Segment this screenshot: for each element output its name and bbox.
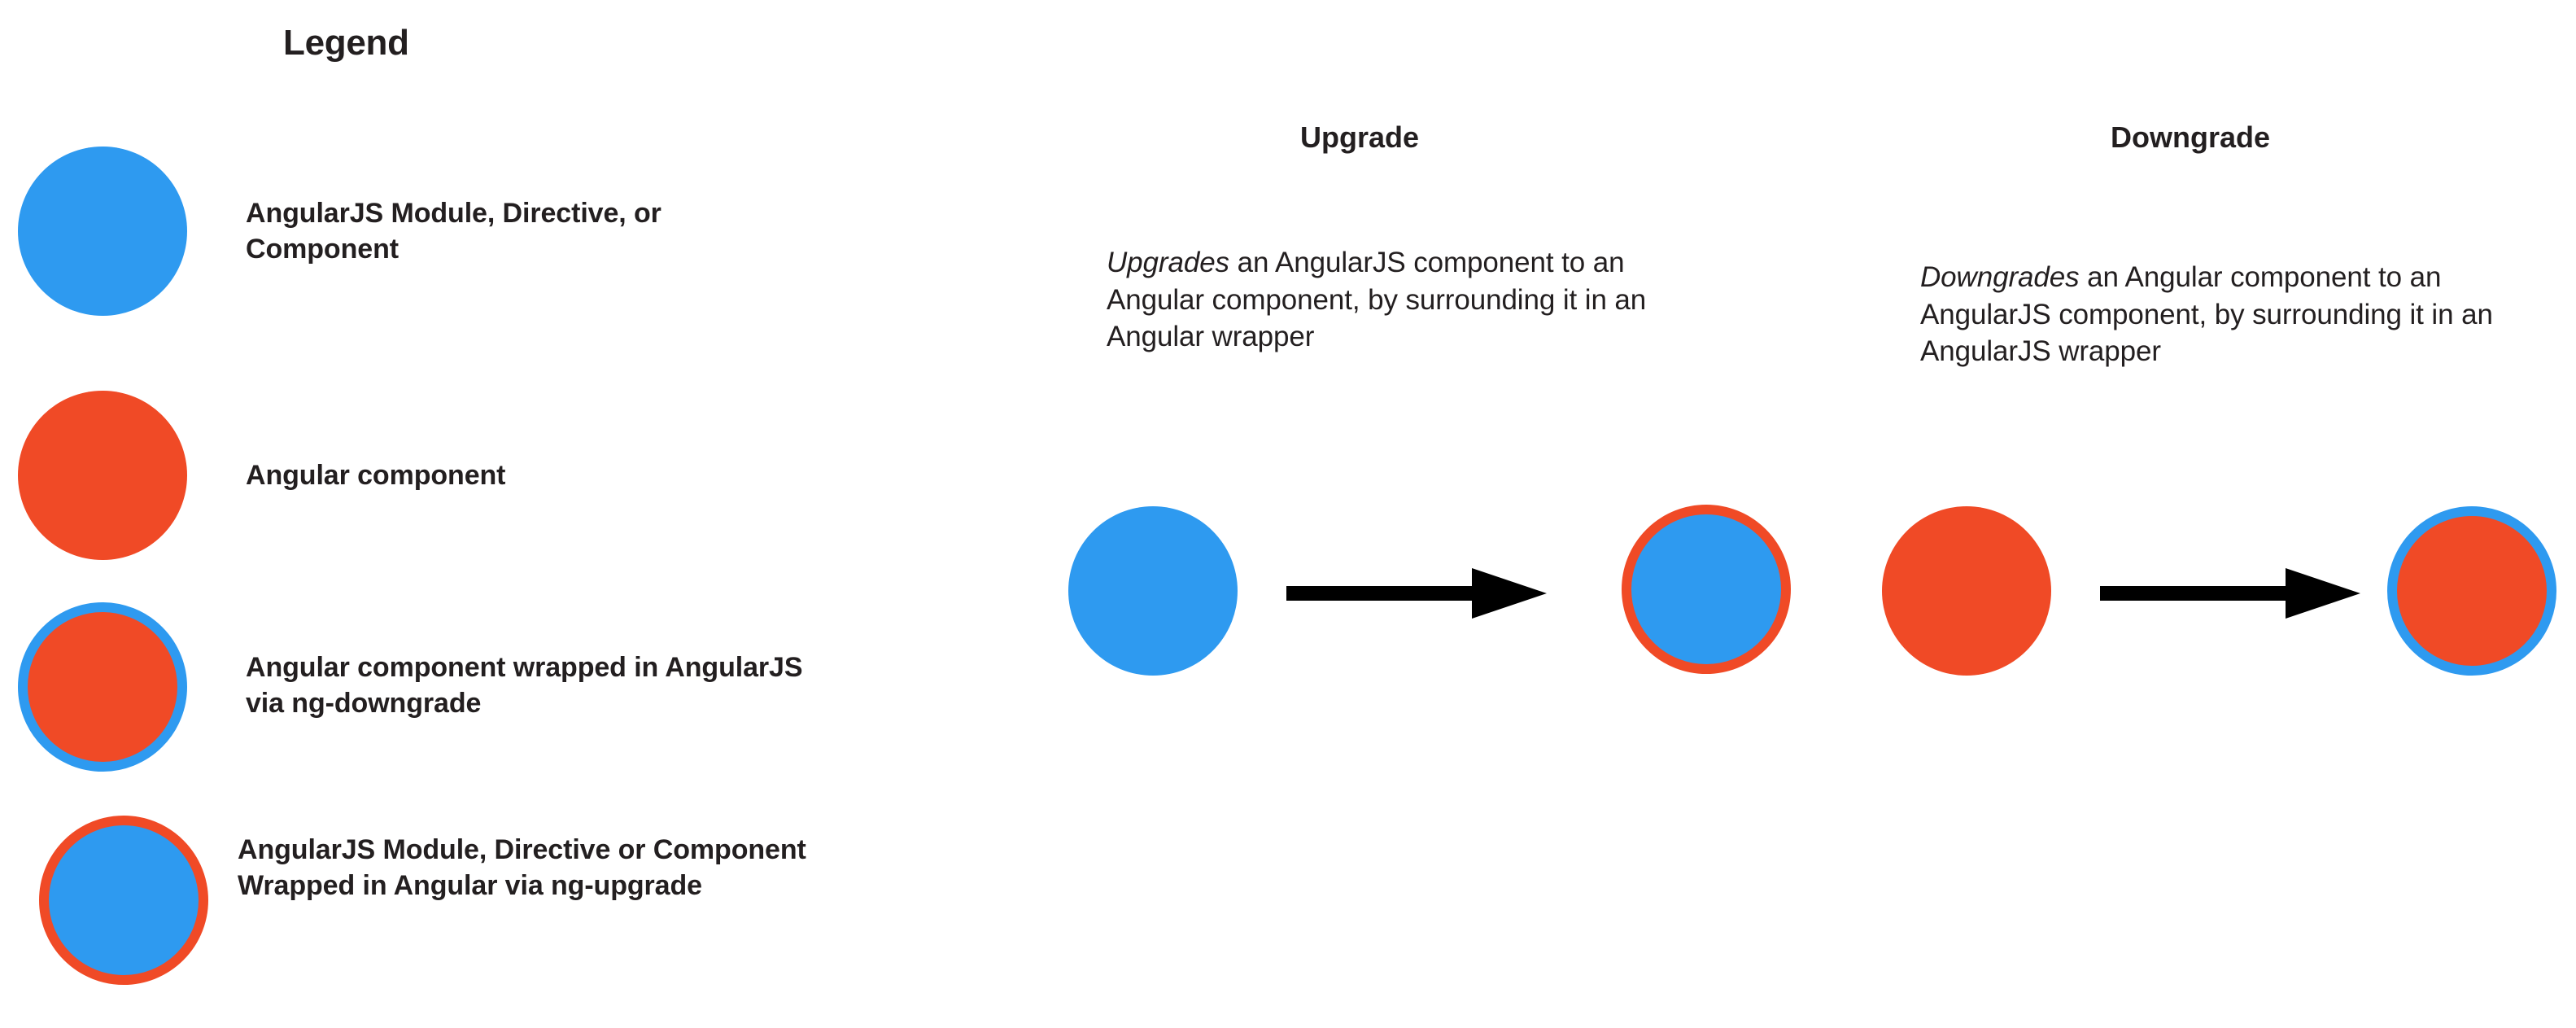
flow-source-red-circle-icon — [1882, 506, 2051, 676]
legend-item-angular-wrapped-in-angularjs: Angular component wrapped in AngularJS v… — [0, 601, 895, 773]
legend-item-angular-component: Angular component — [0, 389, 895, 562]
flow-source-blue-circle-icon — [1068, 506, 1238, 676]
legend-item-label: Angular component wrapped in AngularJS v… — [246, 652, 803, 720]
blue-circle-icon — [18, 147, 187, 316]
flow-target-red-circle-blue-ring-icon — [2387, 506, 2556, 676]
flow-target-blue-circle-red-ring-icon — [1622, 505, 1791, 674]
red-circle-icon — [18, 391, 187, 560]
panel-description-rest: an AngularJS component to an Angular com… — [1107, 247, 1647, 352]
right-arrow-icon — [1286, 568, 1547, 619]
legend-item-label: AngularJS Module, Directive or Component… — [238, 834, 806, 902]
red-circle-blue-ring-icon — [18, 602, 187, 772]
legend-item-angularjs-wrapped-in-angular: AngularJS Module, Directive or Component… — [0, 814, 895, 986]
panel-heading-upgrade: Upgrade — [1300, 120, 1420, 154]
legend-title: Legend — [283, 23, 409, 63]
flow-upgrade — [1068, 505, 1792, 676]
legend-item-label: AngularJS Module, Directive, or Componen… — [246, 198, 661, 265]
legend-item-label: Angular component — [246, 460, 506, 491]
panel-description-emphasis: Upgrades — [1107, 247, 1229, 278]
panel-description-upgrade: Upgrades an AngularJS component to an An… — [1107, 244, 1725, 356]
panel-description-downgrade: Downgrades an Angular component to an An… — [1920, 259, 2506, 370]
panel-description-rest: an Angular component to an AngularJS com… — [1920, 261, 2493, 367]
panel-heading-downgrade: Downgrade — [2111, 120, 2271, 154]
flow-downgrade — [1882, 505, 2574, 676]
panel-description-emphasis: Downgrades — [1920, 261, 2080, 293]
blue-circle-red-ring-icon — [39, 816, 208, 985]
legend-item-angularjs-module: AngularJS Module, Directive, or Componen… — [0, 145, 895, 317]
right-arrow-icon — [2100, 568, 2360, 619]
